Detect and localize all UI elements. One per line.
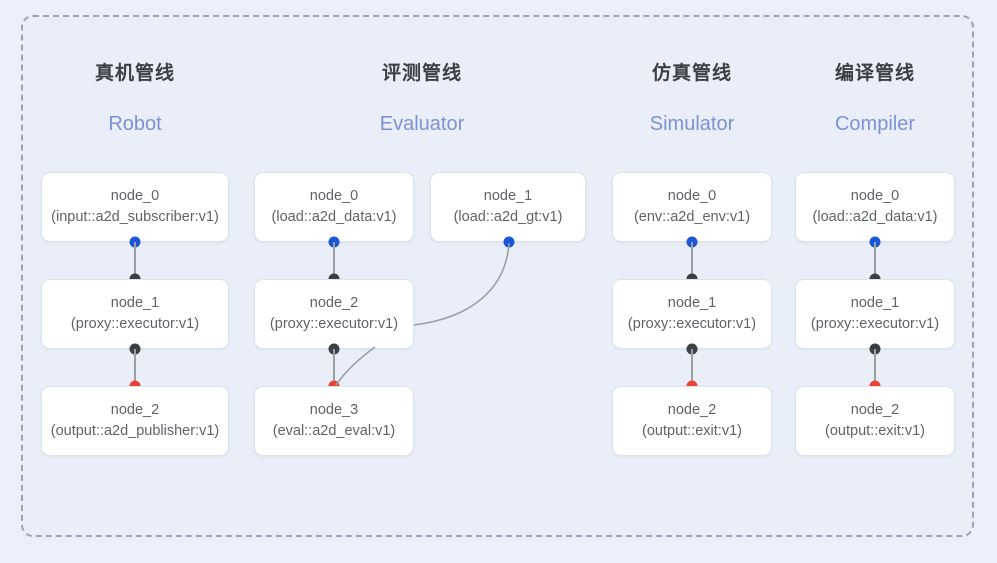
node-id: node_1 (667, 295, 717, 311)
node-id: node_0 (309, 188, 359, 204)
node-evaluator-2[interactable]: node_2 (proxy::executor:v1) (254, 279, 414, 349)
node-id: node_1 (850, 295, 900, 311)
node-robot-2[interactable]: node_2 (output::a2d_publisher:v1) (41, 386, 229, 456)
node-type: (env::a2d_env:v1) (633, 209, 751, 225)
edge-simulator-0-1 (691, 242, 693, 279)
edge-simulator-1-2 (691, 349, 693, 386)
node-id: node_2 (667, 402, 717, 418)
node-type: (proxy::executor:v1) (269, 316, 399, 332)
node-robot-0[interactable]: node_0 (input::a2d_subscriber:v1) (41, 172, 229, 242)
node-id: node_2 (309, 295, 359, 311)
node-type: (load::a2d_data:v1) (812, 209, 938, 225)
node-type: (output::exit:v1) (642, 423, 742, 439)
node-type: (output::a2d_publisher:v1) (50, 423, 220, 439)
node-id: node_2 (110, 402, 160, 418)
node-id: node_2 (850, 402, 900, 418)
node-evaluator-0[interactable]: node_0 (load::a2d_data:v1) (254, 172, 414, 242)
node-type: (load::a2d_data:v1) (271, 209, 397, 225)
edge-evaluator-2-3 (333, 349, 335, 386)
node-type: (proxy::executor:v1) (627, 316, 757, 332)
edge-robot-1-2 (134, 349, 136, 386)
node-id: node_1 (110, 295, 160, 311)
node-type: (proxy::executor:v1) (70, 316, 200, 332)
node-id: node_3 (309, 402, 359, 418)
node-type: (eval::a2d_eval:v1) (272, 423, 396, 439)
port-output-evaluator-1[interactable] (503, 236, 515, 248)
node-robot-1[interactable]: node_1 (proxy::executor:v1) (41, 279, 229, 349)
node-evaluator-3[interactable]: node_3 (eval::a2d_eval:v1) (254, 386, 414, 456)
node-compiler-0[interactable]: node_0 (load::a2d_data:v1) (795, 172, 955, 242)
node-simulator-1[interactable]: node_1 (proxy::executor:v1) (612, 279, 772, 349)
node-simulator-2[interactable]: node_2 (output::exit:v1) (612, 386, 772, 456)
pipeline-panel (21, 15, 974, 537)
node-evaluator-1[interactable]: node_1 (load::a2d_gt:v1) (430, 172, 586, 242)
node-id: node_0 (110, 188, 160, 204)
node-type: (load::a2d_gt:v1) (453, 209, 563, 225)
node-id: node_0 (667, 188, 717, 204)
node-id: node_1 (483, 188, 533, 204)
node-simulator-0[interactable]: node_0 (env::a2d_env:v1) (612, 172, 772, 242)
node-type: (proxy::executor:v1) (810, 316, 940, 332)
node-type: (output::exit:v1) (825, 423, 925, 439)
edge-robot-0-1 (134, 242, 136, 279)
node-compiler-1[interactable]: node_1 (proxy::executor:v1) (795, 279, 955, 349)
edge-compiler-1-2 (874, 349, 876, 386)
edge-evaluator-0-2 (333, 242, 335, 279)
node-id: node_0 (850, 188, 900, 204)
edge-compiler-0-1 (874, 242, 876, 279)
node-type: (input::a2d_subscriber:v1) (51, 209, 219, 225)
node-compiler-2[interactable]: node_2 (output::exit:v1) (795, 386, 955, 456)
